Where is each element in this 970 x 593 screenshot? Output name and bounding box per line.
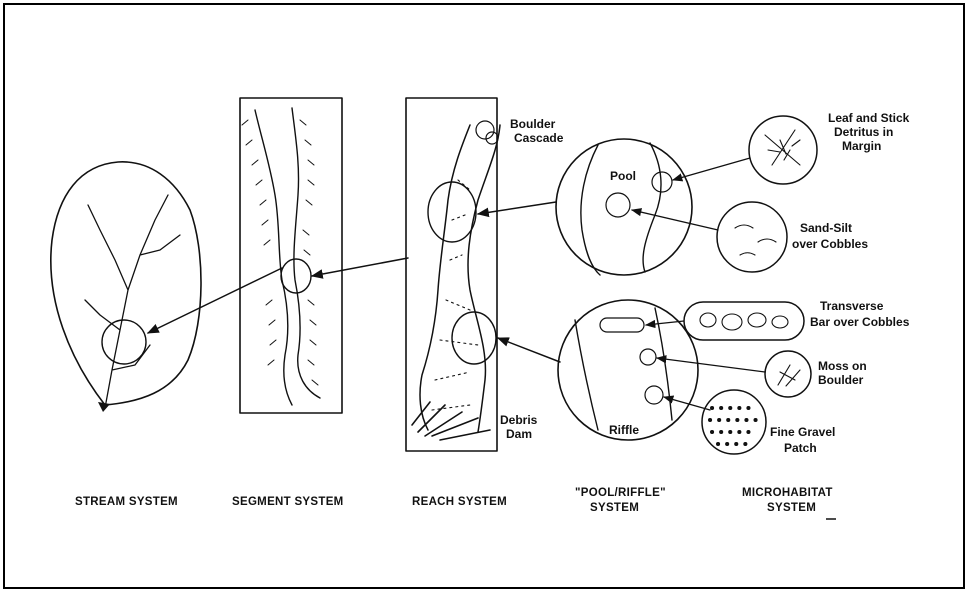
arrow-sand-to-pool [632,210,718,230]
segment-channel-right [292,108,320,398]
riffle-subcircle-gravel [645,386,663,404]
caption-micro-2: SYSTEM [767,502,816,514]
label-debris-2: Dam [506,427,532,441]
pool-bank-left [581,145,600,275]
transverse-bar-sketch [700,313,788,330]
reach-bank-right [468,125,500,432]
system-captions: STREAM SYSTEM SEGMENT SYSTEM REACH SYSTE… [75,487,836,519]
stream-network [85,195,180,408]
label-bar-2: Bar over Cobbles [810,315,910,329]
transverse-bar-capsule [684,302,804,340]
leaf-detritus-sketch [765,130,800,165]
outlet-arrow [98,402,110,412]
caption-micro-1: MICROHABITAT [742,487,833,499]
riffle-circle [558,300,698,440]
reach-bank-left [420,125,470,430]
fine-gravel-circle [702,390,766,454]
caption-segment: SEGMENT SYSTEM [232,496,344,508]
arrow-bar-to-riffle [646,321,684,325]
label-gravel-1: Fine Gravel [770,425,835,439]
label-gravel-2: Patch [784,441,817,455]
segment-box [240,98,342,413]
pool-bank-right [643,143,661,272]
watershed-outline [51,162,201,405]
label-riffle: Riffle [609,423,639,437]
arrow-segment-to-stream [148,268,282,333]
pool-circle-reach [428,182,476,242]
microhabitat-system-drawing [684,116,817,454]
pool-riffle-system-drawing [556,139,698,440]
caption-reach: REACH SYSTEM [412,496,507,508]
arrow-reach-to-segment [312,258,408,276]
stream-system-drawing [51,162,201,412]
boulder-cascade-circle [476,121,494,139]
moss-sketch [778,365,800,386]
arrow-pool-to-reach [478,202,556,214]
label-leaf-1: Leaf and Stick [828,111,910,125]
riffle-bank-left [575,320,598,430]
label-moss-1: Moss on [818,359,867,373]
sand-silt-circle [717,202,787,272]
label-pool: Pool [610,169,636,183]
gravel-dots [710,408,758,444]
caption-stream: STREAM SYSTEM [75,496,178,508]
label-sand-1: Sand-Silt [800,221,852,235]
caption-pool-riffle-2: SYSTEM [590,502,639,514]
feature-labels: Boulder Cascade Debris Dam Pool Riffle L… [500,111,910,455]
label-boulder-1: Boulder [510,117,556,131]
reach-system-drawing [406,98,500,451]
label-debris-1: Debris [500,413,538,427]
arrow-riffle-to-reach [498,338,560,362]
riffle-subcircle-moss [640,349,656,365]
label-leaf-2: Detritus in [834,125,893,139]
arrow-moss-to-riffle [657,358,765,372]
moss-boulder-circle [765,351,811,397]
arrow-leaf-to-pool [673,158,750,180]
segment-circle-stream [102,320,146,364]
riffle-circle-reach [452,312,496,364]
sand-silt-sketch [735,225,776,255]
segment-system-drawing [240,98,342,413]
riffle-bar [600,318,644,332]
caption-pool-riffle-1: "POOL/RIFFLE" [575,487,666,499]
label-leaf-3: Margin [842,139,881,153]
label-boulder-2: Cascade [514,131,564,145]
pool-subcircle-2 [606,193,630,217]
label-bar-1: Transverse [820,299,884,313]
pool-subcircle-1 [652,172,672,192]
label-moss-2: Boulder [818,373,864,387]
pool-circle [556,139,692,275]
label-sand-2: over Cobbles [792,237,868,251]
